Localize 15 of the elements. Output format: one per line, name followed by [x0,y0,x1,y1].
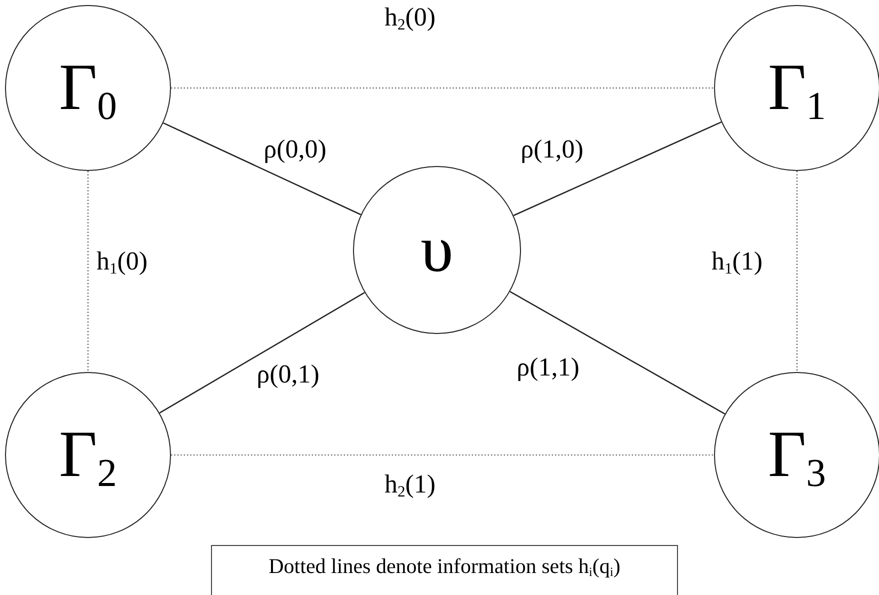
state-label: Γ$_{3}$ [768,422,826,488]
connector-line [159,292,365,414]
dotted-line [171,87,714,89]
state-label: Γ$_{0}$ [59,55,117,121]
dotted-line [796,171,798,372]
state-label: Γ$_{2}$ [59,422,117,488]
connector-line [510,291,726,414]
state-label: Γ$_{1}$ [768,55,826,121]
note-text: Dotted lines denote information sets h$_{i}$(q$_{i}$) [268,554,620,580]
dotted-line [87,171,89,372]
dotted-line [171,454,714,456]
note-box [211,545,678,595]
connector-line [513,121,722,216]
state-label: υ [420,217,454,283]
connector-line [163,122,362,216]
